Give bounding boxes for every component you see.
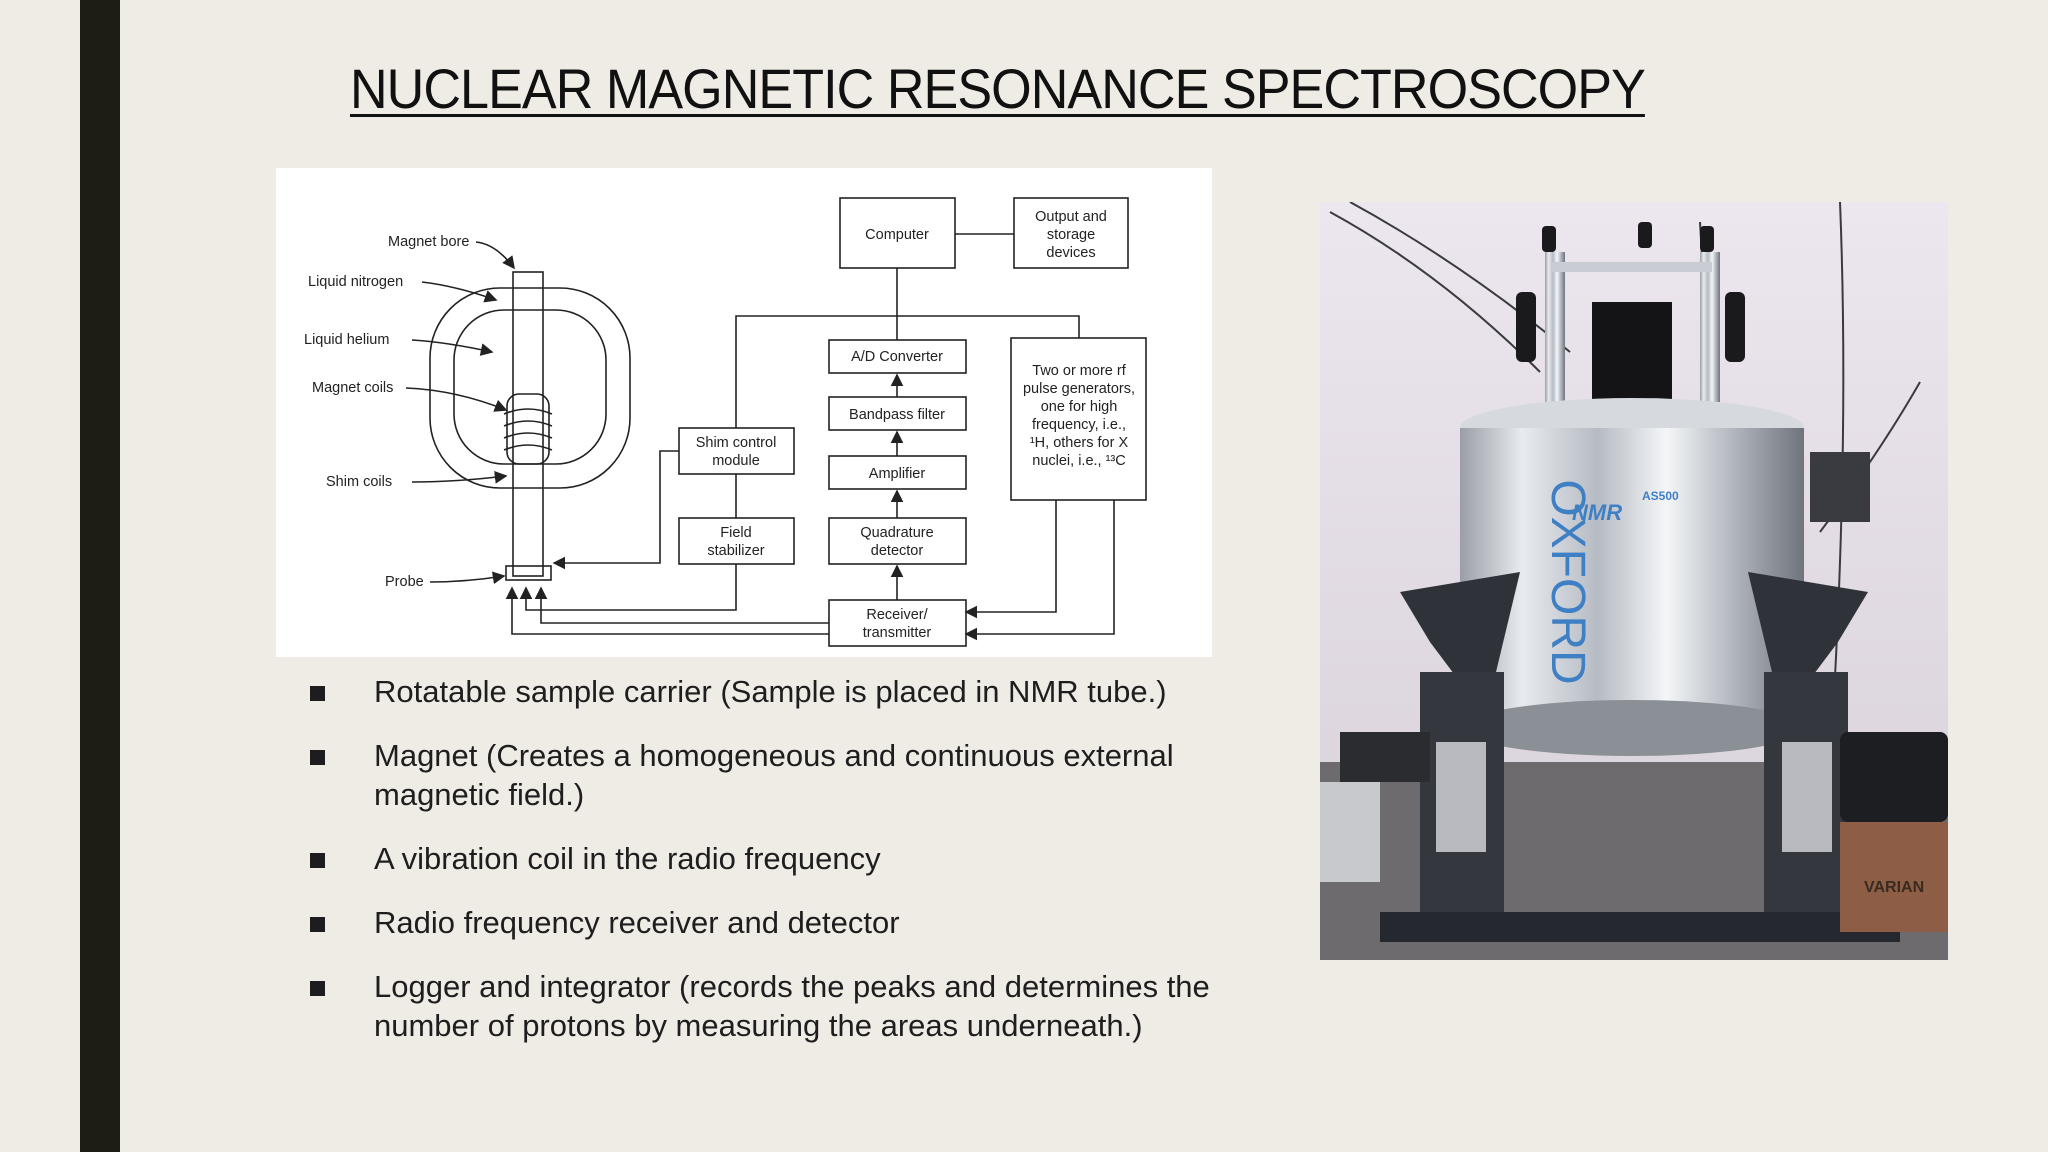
bullet-item: Rotatable sample carrier (Sample is plac… [306, 672, 1246, 711]
slide-side-bar [80, 0, 120, 1152]
box-bandpass-filter: Bandpass filter [849, 407, 945, 423]
component-bullet-list: Rotatable sample carrier (Sample is plac… [306, 672, 1246, 1070]
box-rf-line1: Two or more rf [1032, 363, 1126, 379]
box-rf-line2: pulse generators, [1023, 381, 1135, 397]
box-amplifier: Amplifier [869, 466, 926, 482]
box-output-line3: devices [1046, 245, 1095, 261]
label-liquid-helium: Liquid helium [304, 332, 389, 348]
box-shim-control-line2: module [712, 453, 760, 469]
label-shim-coils: Shim coils [326, 474, 392, 490]
label-magnet-coils: Magnet coils [312, 380, 393, 396]
square-bullet-icon [310, 853, 325, 868]
box-computer: Computer [865, 227, 929, 243]
box-rf-line6: nuclei, i.e., ¹³C [1032, 453, 1125, 469]
box-field-stabilizer-line2: stabilizer [707, 543, 764, 559]
box-output-line2: storage [1047, 227, 1095, 243]
box-ad-converter: A/D Converter [851, 349, 943, 365]
box-quadrature-line1: Quadrature [860, 525, 933, 541]
box-rf-line4: frequency, i.e., [1032, 417, 1126, 433]
bullet-item: A vibration coil in the radio frequency [306, 839, 1246, 878]
box-rf-line5: ¹H, others for X [1030, 435, 1129, 451]
box-receiver-line1: Receiver/ [866, 607, 928, 623]
photo-nmr-text: NMR [1572, 500, 1622, 525]
photo-varian-text: VARIAN [1864, 879, 1924, 896]
box-quadrature-line2: detector [871, 543, 924, 559]
bullet-item: Magnet (Creates a homogeneous and contin… [306, 736, 1246, 814]
box-output-line1: Output and [1035, 209, 1107, 225]
square-bullet-icon [310, 917, 325, 932]
box-field-stabilizer-line1: Field [720, 525, 751, 541]
square-bullet-icon [310, 981, 325, 996]
nmr-block-diagram: Magnet bore Liquid nitrogen Liquid heliu… [276, 168, 1212, 657]
slide-title: NUCLEAR MAGNETIC RESONANCE SPECTROSCOPY [350, 57, 1646, 120]
square-bullet-icon [310, 750, 325, 765]
box-rf-line3: one for high [1041, 399, 1118, 415]
square-bullet-icon [310, 686, 325, 701]
label-liquid-nitrogen: Liquid nitrogen [308, 274, 403, 290]
label-magnet-bore: Magnet bore [388, 234, 469, 250]
box-receiver-line2: transmitter [863, 625, 932, 641]
photo-model-text: AS500 [1642, 489, 1679, 503]
bullet-item: Radio frequency receiver and detector [306, 903, 1246, 942]
box-shim-control-line1: Shim control [696, 435, 777, 451]
bullet-item: Logger and integrator (records the peaks… [306, 967, 1246, 1045]
photo-oxford-text: OXFORD [1541, 479, 1594, 684]
nmr-spectrometer-photo: OXFORD NMR AS500 VARIAN [1320, 202, 1948, 960]
label-probe: Probe [385, 574, 424, 590]
